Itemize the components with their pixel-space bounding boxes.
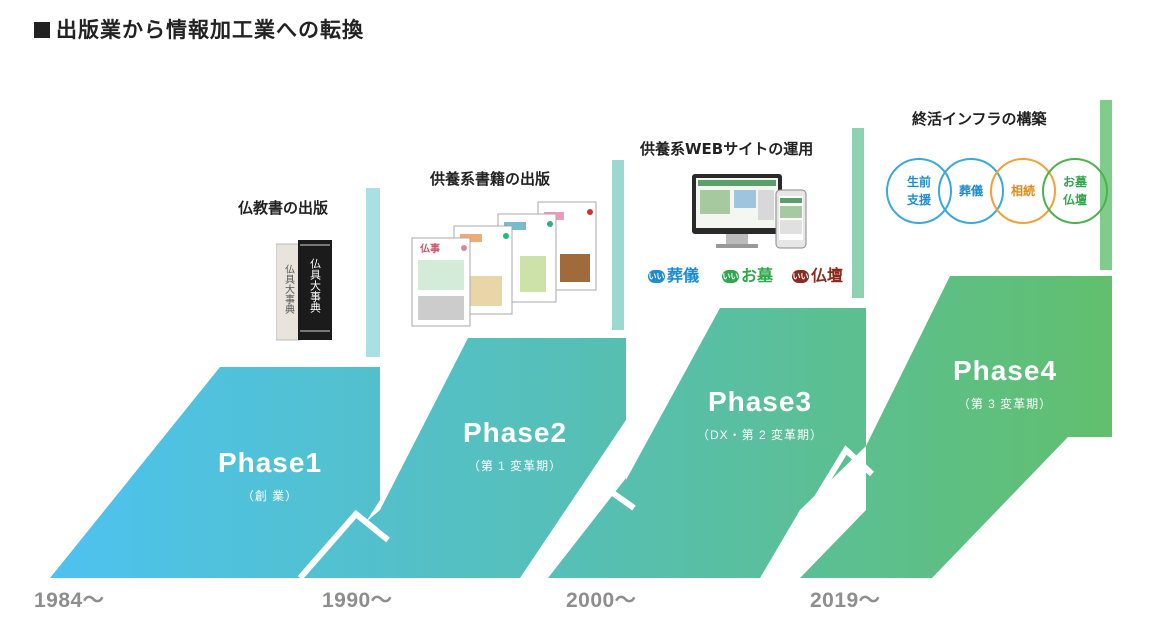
phase-4-sub: （第 3 変革期） xyxy=(957,397,1053,411)
caption-phase2: 供養系書籍の出版 xyxy=(430,170,551,188)
brand-badge-2: いい xyxy=(722,270,739,283)
phase-1-name: Phase1 xyxy=(217,447,323,478)
website-devices-image xyxy=(692,174,807,249)
caption-phase3: 供養系WEBサイトの運用 xyxy=(640,140,814,158)
staircase-arrow xyxy=(50,276,1112,578)
panel-2 xyxy=(612,160,624,330)
caption-phase1: 仏教書の出版 xyxy=(238,199,329,217)
brand-ii-ohaka: いいお墓 xyxy=(722,262,773,286)
square-bullet-icon xyxy=(34,22,50,38)
brand-badge-1: いい xyxy=(648,270,665,283)
phase-3-name: Phase3 xyxy=(707,386,813,417)
panel-1 xyxy=(366,188,380,357)
year-1990: 1990〜 xyxy=(322,589,393,612)
magazine-logo: 仏事 xyxy=(420,242,440,255)
caption-phase4: 終活インフラの構築 xyxy=(912,110,1047,128)
phase-3-label: Phase3 （DX・第 2 変革期） xyxy=(680,386,840,443)
year-2019: 2019〜 xyxy=(810,589,881,612)
brand-label-2: お墓 xyxy=(741,266,774,285)
phase-2-name: Phase2 xyxy=(462,417,568,448)
phase-3-sub: （DX・第 2 変革期） xyxy=(696,428,823,442)
brand-ii-sougi: いい葬儀 xyxy=(648,262,699,286)
phase-1-sub: （創 業） xyxy=(241,489,299,503)
phase-4-name: Phase4 xyxy=(952,355,1058,386)
memorial-magazines-image: 仏事 xyxy=(411,201,597,327)
buddhist-dictionary-book-image: 仏具大事典 仏具大事典 xyxy=(276,240,332,341)
notch-line-2 xyxy=(537,479,636,580)
book-spine-1: 仏具大事典 xyxy=(283,264,295,315)
year-1984: 1984〜 xyxy=(34,589,105,612)
end-of-life-circles: 生前 支援 葬儀 相続 お墓 仏壇 xyxy=(886,158,1116,230)
phase-4-label: Phase4 （第 3 変革期） xyxy=(930,355,1080,412)
circle-grave-altar: お墓 仏壇 xyxy=(1042,158,1108,224)
notch-line-1 xyxy=(297,509,390,580)
brand-label-1: 葬儀 xyxy=(667,266,700,285)
year-2000: 2000〜 xyxy=(566,589,637,612)
phase-2-label: Phase2 （第 1 変革期） xyxy=(440,417,590,474)
brand-label-3: 仏壇 xyxy=(811,266,844,285)
page-title: 出版業から情報加工業への転換 xyxy=(34,14,364,44)
phase-2-sub: （第 1 変革期） xyxy=(467,459,563,473)
panel-3 xyxy=(852,128,864,298)
brand-badge-3: いい xyxy=(792,270,809,283)
notch-line-3 xyxy=(765,445,875,580)
book-spine-2: 仏具大事典 xyxy=(309,258,322,314)
phase-1-label: Phase1 （創 業） xyxy=(200,447,340,504)
brand-ii-butsudan: いい仏壇 xyxy=(792,262,843,286)
